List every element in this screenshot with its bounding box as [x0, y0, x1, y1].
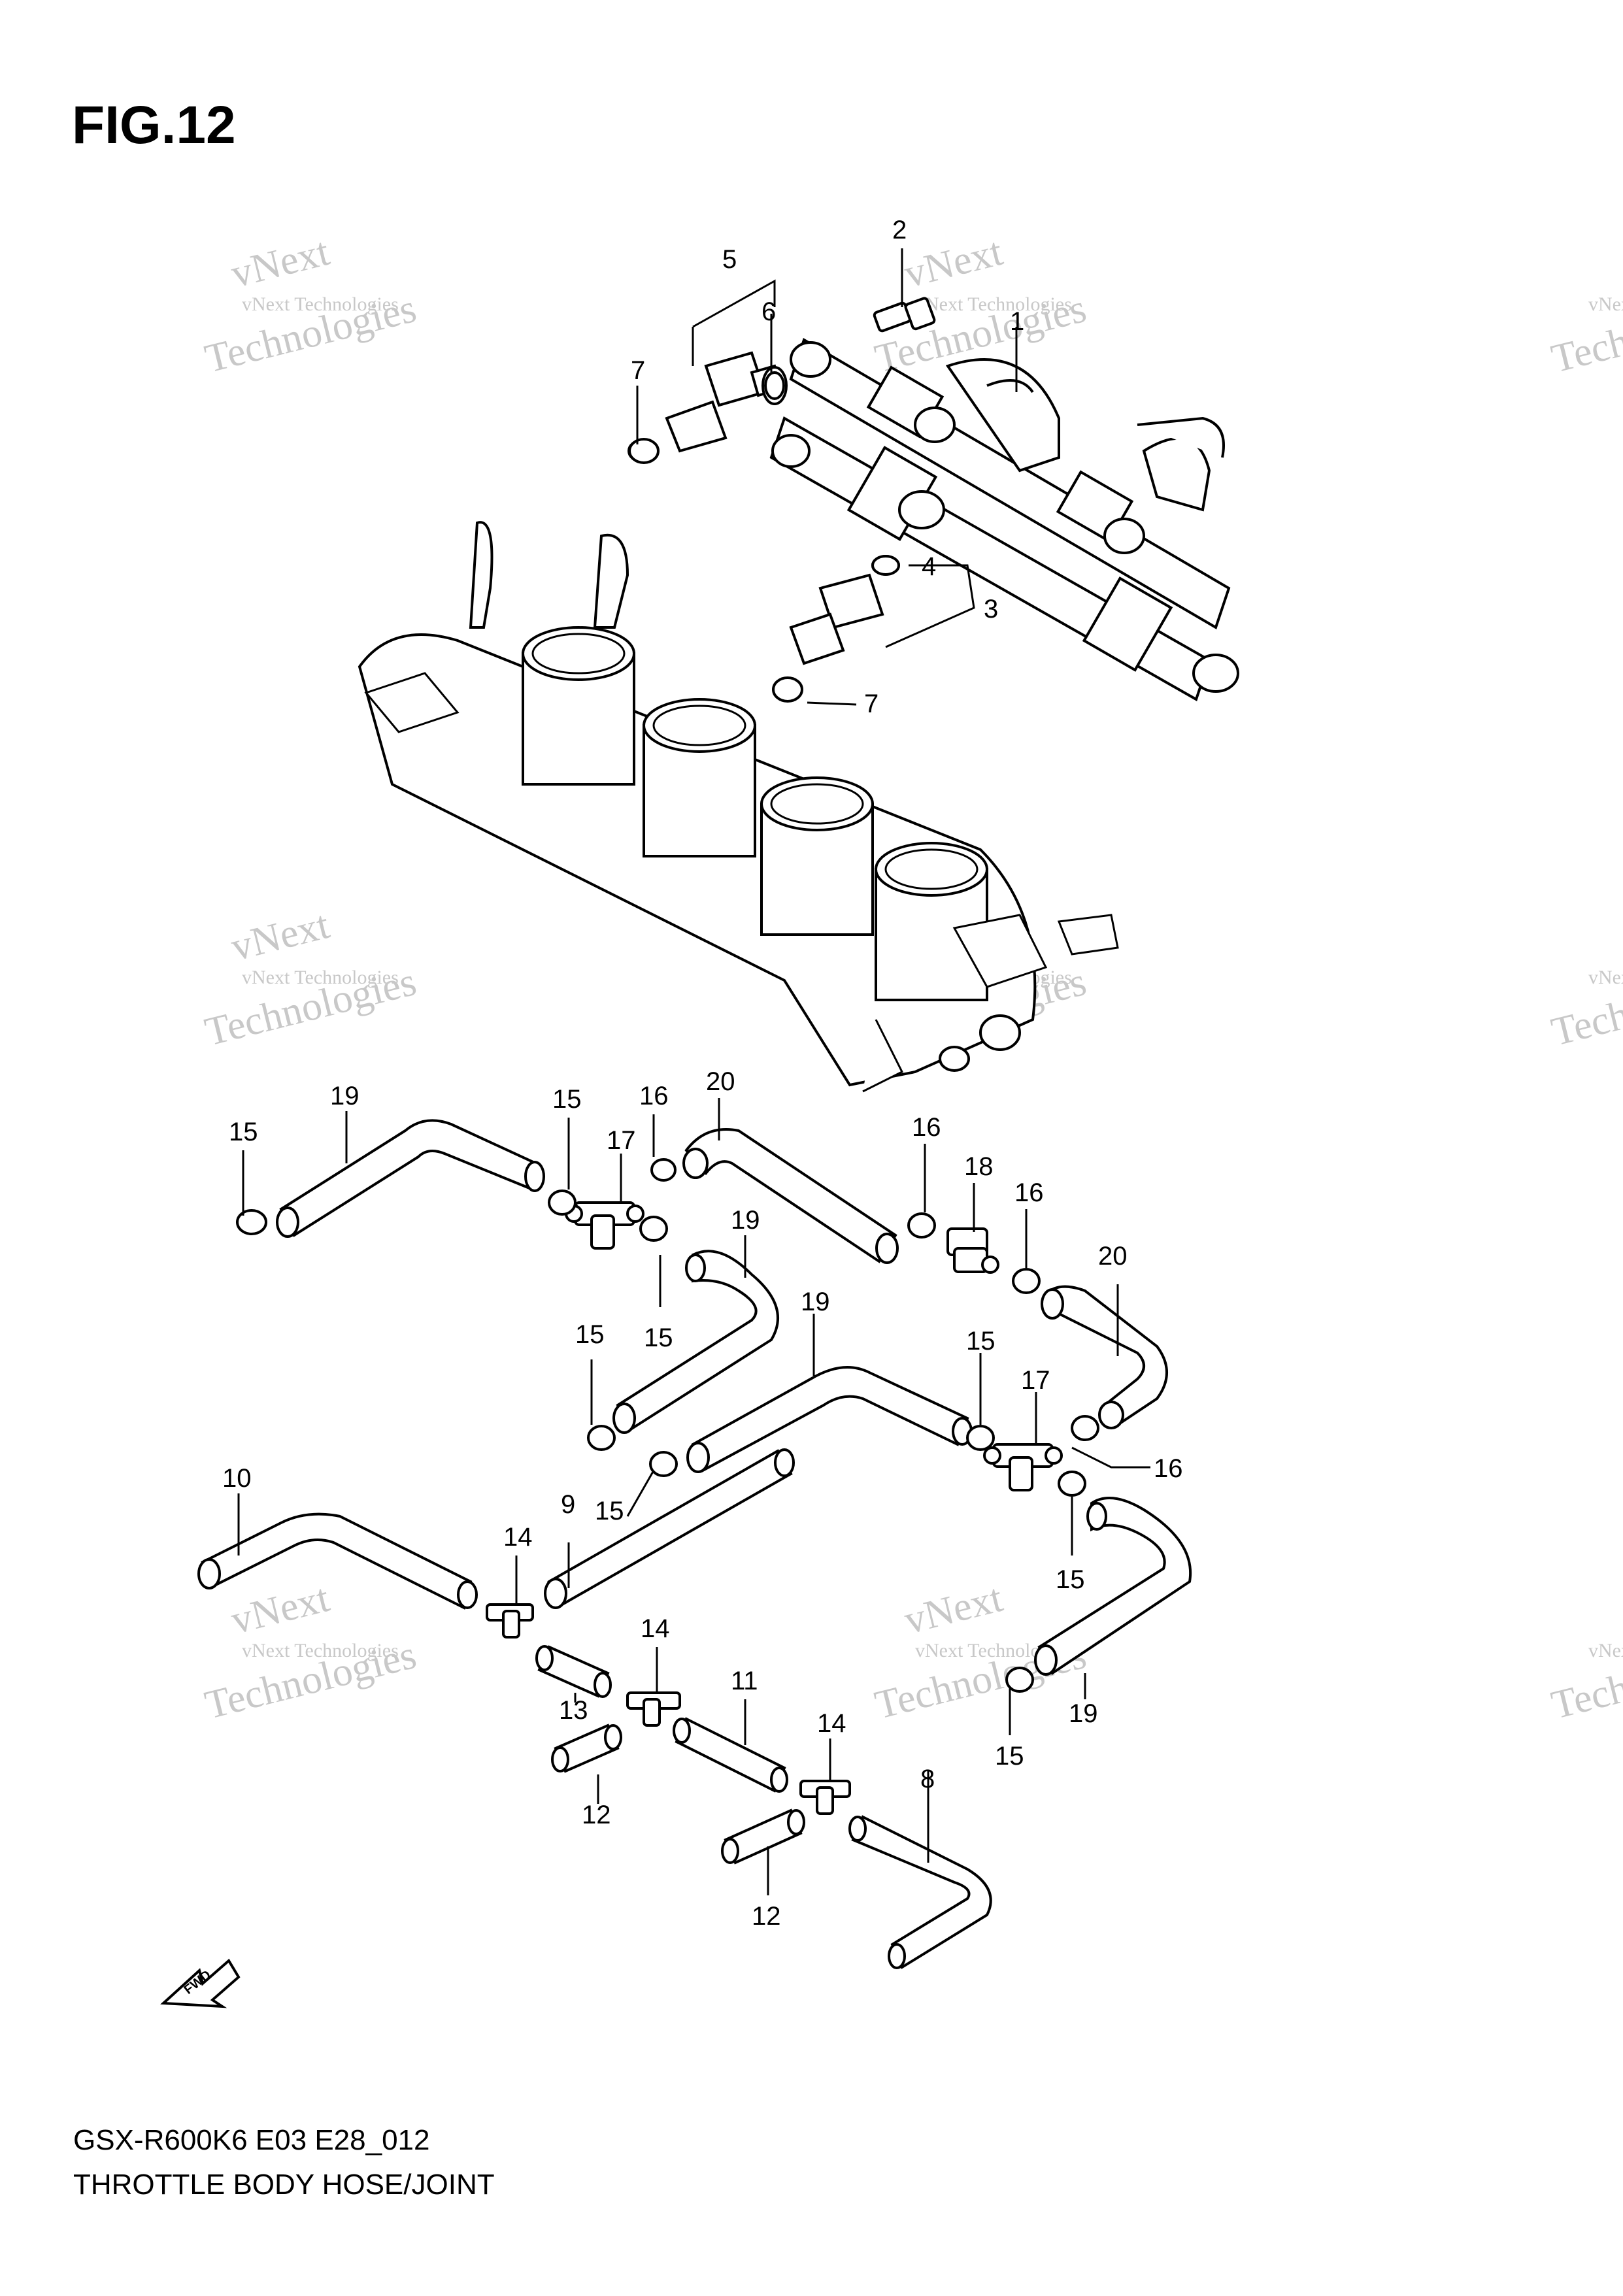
leader-lines — [237, 248, 1150, 1895]
callout-19-a: 19 — [330, 1082, 360, 1110]
joint-17-right — [983, 1443, 1063, 1491]
joint-17-left — [565, 1201, 644, 1250]
callout-labels: 2 5 6 1 7 4 3 7 19 15 15 16 20 17 16 18 … — [222, 216, 1183, 1931]
watermark-text: vNext Technologies — [242, 293, 399, 315]
callout-7-lower: 7 — [864, 690, 878, 718]
hose-19-middle-left — [612, 1250, 779, 1434]
watermark-text: vNext — [227, 1576, 333, 1643]
diagram-code: GSX-R600K6 E03 E28_012 — [73, 2124, 430, 2156]
callout-16-a: 16 — [639, 1082, 669, 1110]
callout-14-a: 14 — [503, 1523, 533, 1552]
watermark-text: vNext — [900, 1576, 1007, 1643]
hose-8 — [848, 1815, 992, 1969]
throttle-body-assembly — [358, 521, 1119, 1093]
watermark-group-5: vNext vNext Technologies Technologies — [201, 1576, 420, 1728]
diagram-title: THROTTLE BODY HOSE/JOINT — [73, 2169, 495, 2201]
callout-5: 5 — [722, 245, 737, 274]
watermark-text: vNext Technologies — [1588, 1640, 1623, 1661]
watermark-group-3: vNext vNext Technologies Technologies — [201, 903, 420, 1055]
watermark-text: vNext Technologies — [915, 293, 1072, 315]
callout-15-f: 15 — [595, 1497, 624, 1525]
callout-15-c: 15 — [644, 1323, 673, 1352]
callout-6: 6 — [761, 297, 776, 326]
callout-10: 10 — [222, 1464, 252, 1493]
joint-14-left — [486, 1603, 534, 1639]
hose-19-middle-right — [686, 1366, 973, 1473]
fuel-delivery-pipe — [769, 338, 1239, 701]
joint-18 — [946, 1227, 999, 1274]
watermark-text: vNext — [227, 903, 333, 970]
hose-20-right — [1041, 1285, 1168, 1429]
watermark-text: vNext — [900, 229, 1007, 297]
hose-19-top-left — [276, 1119, 545, 1238]
callout-4: 4 — [922, 552, 936, 581]
callout-7-upper: 7 — [631, 356, 645, 385]
watermark-group-7: vNext Technologies Technologies vNext Te… — [1547, 286, 1623, 1728]
watermark-text: vNext Technologies — [1588, 967, 1623, 988]
hose-12-left — [551, 1723, 622, 1773]
callout-2: 2 — [892, 216, 907, 244]
callout-9: 9 — [561, 1490, 575, 1519]
bolt — [873, 297, 936, 333]
callout-12-a: 12 — [582, 1801, 611, 1829]
callout-17-a: 17 — [607, 1126, 636, 1155]
hose-11 — [673, 1717, 788, 1793]
callout-15-e: 15 — [966, 1327, 996, 1356]
callout-14-c: 14 — [817, 1709, 846, 1738]
callout-18: 18 — [964, 1152, 994, 1181]
watermark-text: vNext — [227, 229, 333, 297]
callout-16-c: 16 — [1014, 1178, 1044, 1207]
callout-1: 1 — [1010, 307, 1024, 336]
callout-16-d: 16 — [1154, 1454, 1183, 1483]
callout-20-a: 20 — [706, 1067, 735, 1096]
callout-15-h: 15 — [995, 1742, 1024, 1771]
joint-14-right — [799, 1780, 851, 1815]
hose-19-lower-right — [1034, 1497, 1192, 1676]
watermark-text: vNext Technologies — [242, 967, 399, 988]
seals — [628, 371, 900, 703]
callout-20-b: 20 — [1098, 1242, 1128, 1271]
hose-10 — [197, 1512, 478, 1610]
hose-20-top-middle — [682, 1128, 899, 1264]
callout-8: 8 — [920, 1765, 935, 1793]
callout-19-d: 19 — [1069, 1699, 1098, 1728]
hose-12-right — [721, 1808, 805, 1865]
callout-12-b: 12 — [752, 1902, 781, 1931]
callout-14-b: 14 — [641, 1614, 670, 1643]
clamps — [236, 1158, 1099, 1693]
watermark-group-1: vNext vNext Technologies Technologies — [201, 229, 420, 382]
callout-15-a: 15 — [229, 1118, 258, 1146]
figure-title: FIG.12 — [72, 95, 236, 155]
joint-14-middle — [626, 1691, 681, 1727]
hose-9 — [544, 1448, 795, 1609]
callout-17-b: 17 — [1021, 1366, 1050, 1395]
callout-15-d: 15 — [575, 1320, 605, 1349]
callout-13: 13 — [559, 1696, 588, 1725]
watermark-text: vNext Technologies — [1588, 293, 1623, 315]
watermark-text: vNext Technologies — [242, 1640, 399, 1661]
callout-19-b: 19 — [731, 1206, 760, 1235]
hose-13 — [535, 1645, 612, 1698]
callout-19-c: 19 — [801, 1288, 830, 1316]
fwd-arrow-icon: FWD — [160, 1958, 241, 2008]
callout-15-b: 15 — [552, 1085, 582, 1114]
callout-16-b: 16 — [912, 1113, 941, 1142]
callout-15-g: 15 — [1056, 1565, 1085, 1594]
callout-11: 11 — [731, 1667, 758, 1695]
callout-3: 3 — [984, 595, 998, 624]
watermark-group-2: vNext vNext Technologies Technologies — [871, 229, 1090, 382]
